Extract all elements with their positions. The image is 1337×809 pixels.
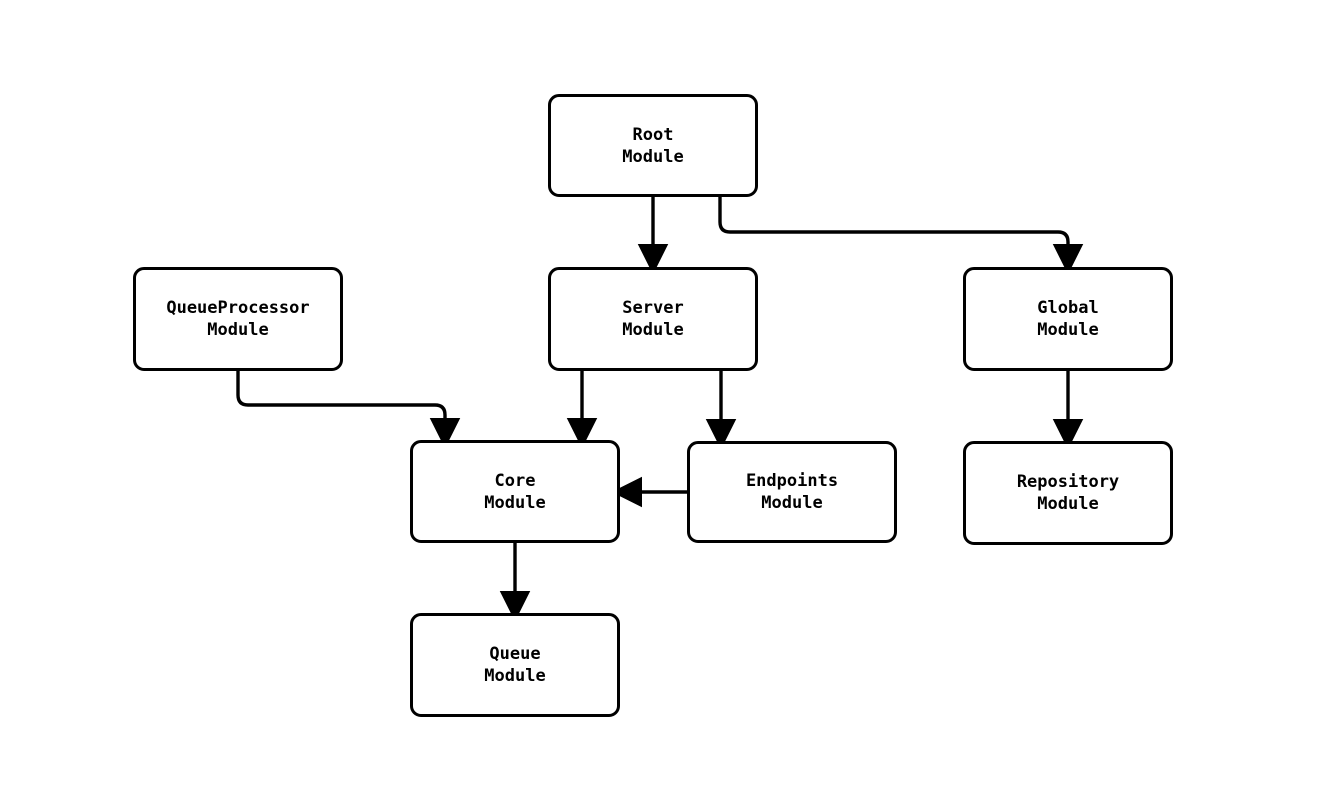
node-queue-module[interactable]: Queue Module [410, 613, 620, 717]
node-root-module-line1: Root [632, 124, 674, 145]
node-server-module[interactable]: Server Module [548, 267, 758, 371]
node-queueprocessor-module[interactable]: QueueProcessor Module [133, 267, 343, 371]
node-core-module-line1: Core [494, 470, 536, 491]
edge-queueprocessor-core [236, 371, 461, 449]
node-root-module-line2: Module [622, 146, 684, 167]
node-core-module[interactable]: Core Module [410, 440, 620, 543]
node-server-module-line2: Module [622, 320, 684, 340]
node-repository-module-line2: Module [1037, 494, 1099, 514]
node-queueprocessor-module-line1: QueueProcessor [166, 298, 310, 318]
edge-root-global [718, 197, 1084, 275]
node-queueprocessor-module-line2: Module [207, 320, 269, 340]
node-queue-module-line2: Module [484, 666, 546, 686]
node-repository-module[interactable]: Repository Module [963, 441, 1173, 545]
node-global-module-line2: Module [1037, 320, 1099, 340]
node-repository-module-line1: Repository [1016, 472, 1120, 492]
node-global-module[interactable]: Global Module [963, 267, 1173, 371]
node-endpoints-module-line1: Endpoints [745, 471, 839, 491]
node-global-module-line1: Global [1037, 298, 1099, 318]
node-core-module-line2: Module [484, 492, 546, 513]
node-endpoints-module-line2: Module [761, 493, 823, 513]
node-endpoints-module[interactable]: Endpoints Module [687, 441, 897, 543]
node-queue-module-line1: Queue [489, 644, 541, 664]
node-root-module[interactable]: Root Module [548, 94, 758, 197]
node-server-module-line1: Server [622, 298, 684, 318]
